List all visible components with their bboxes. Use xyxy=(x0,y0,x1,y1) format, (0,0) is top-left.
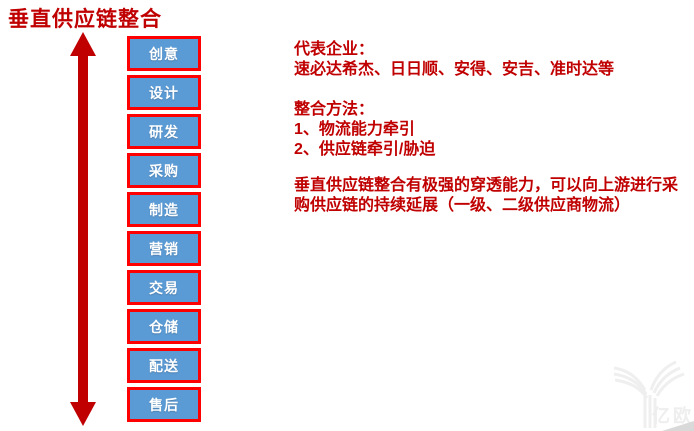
page-title: 垂直供应链整合 xyxy=(8,8,162,31)
chain-step-box: 创意 xyxy=(127,36,201,71)
corner-fold-triangle xyxy=(662,421,694,431)
note-paragraph: 垂直供应链整合有极强的穿透能力，可以向上游进行采 购供应链的持续延展（一级、二级… xyxy=(294,176,686,216)
info-panel: 代表企业： 速必达希杰、日日顺、安得、安吉、准时达等 整合方法： 1、物流能力牵… xyxy=(294,40,686,216)
chain-step-box: 配送 xyxy=(127,348,201,383)
chain-step-box: 采购 xyxy=(127,153,201,188)
chain-step-box: 营销 xyxy=(127,231,201,266)
method-item-2: 2、供应链牵引/胁迫 xyxy=(294,141,436,158)
iyiou-logo-watermark: 亿欧 xyxy=(612,358,694,431)
vertical-double-arrow xyxy=(70,32,96,426)
chain-column: 创意设计研发采购制造营销交易仓储配送售后 xyxy=(127,36,201,422)
note-line-1: 垂直供应链整合有极强的穿透能力，可以向上游进行采 xyxy=(294,177,679,194)
method-item-1: 1、物流能力牵引 xyxy=(294,121,415,138)
chain-step-box: 制造 xyxy=(127,192,201,227)
rep-companies-list: 速必达希杰、日日顺、安得、安吉、准时达等 xyxy=(294,61,615,78)
chain-step-box: 研发 xyxy=(127,114,201,149)
chain-step-box: 售后 xyxy=(127,387,201,422)
iyiou-logo-curves xyxy=(613,360,685,428)
rep-companies-heading: 代表企业： xyxy=(294,41,375,58)
chain-step-box: 设计 xyxy=(127,75,201,110)
note-line-2: 购供应链的持续延展（一级、二级供应商物流） xyxy=(294,197,631,214)
methods-heading: 整合方法： xyxy=(294,101,375,118)
chain-step-box: 交易 xyxy=(127,270,201,305)
chain-step-box: 仓储 xyxy=(127,309,201,344)
